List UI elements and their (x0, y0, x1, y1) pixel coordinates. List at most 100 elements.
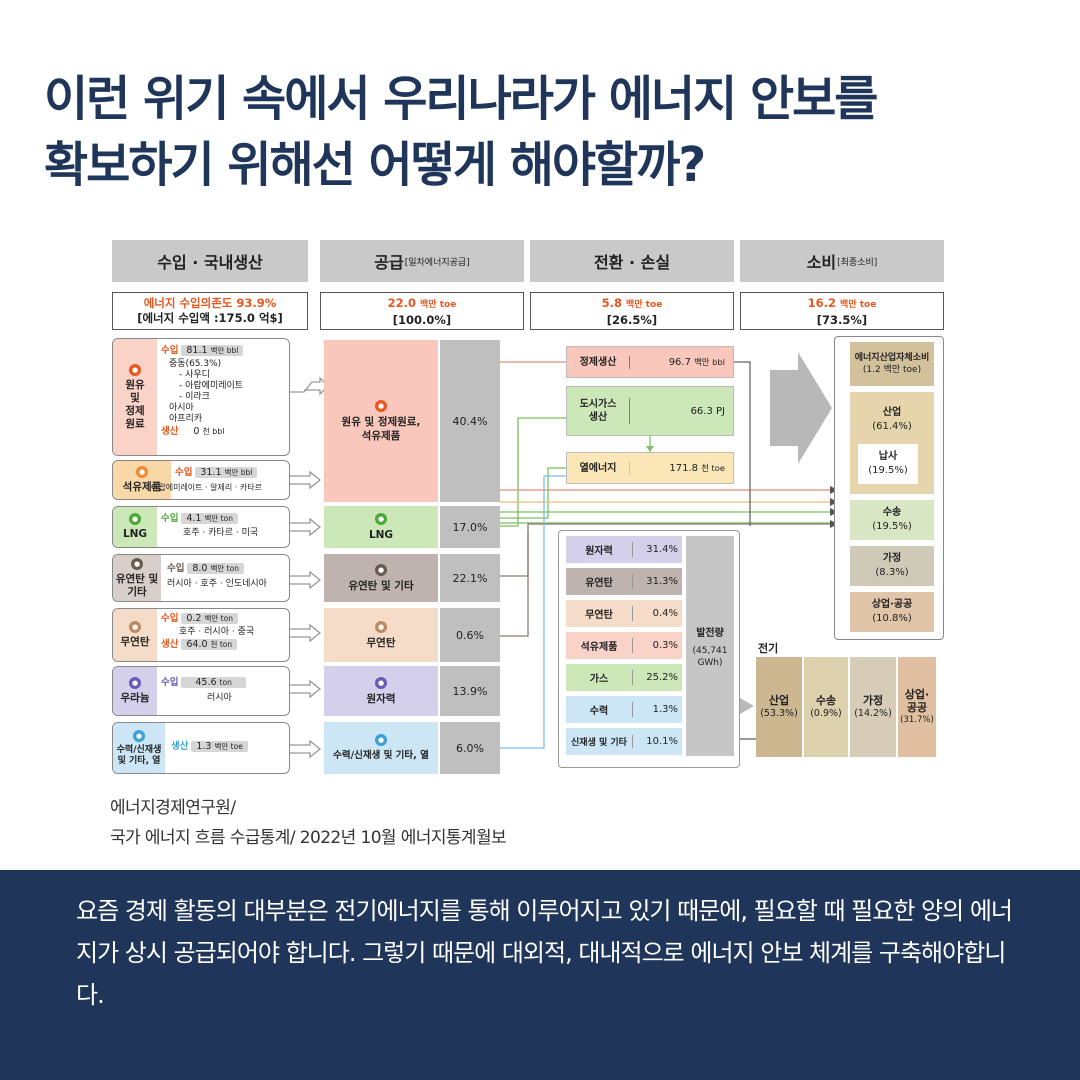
anthracite-icon: ● (129, 621, 141, 633)
supply-anthracite-icon: ● (375, 620, 387, 633)
supply-renewable-pct: 6.0% (440, 722, 500, 774)
conversion-refinery: 정제생산 96.7 백만 bbl (566, 346, 734, 378)
source-crude: ● 원유 및 정제 원료 수입 81.1 백만 bbl 중동(65.3%) - … (112, 338, 290, 456)
header-supply-sub: [일차에너지공급] (404, 257, 470, 268)
big-arrow (770, 352, 832, 464)
electricity-arrow (740, 698, 754, 714)
cons-household: 가정(8.3%) (850, 546, 934, 586)
source-renewable: ● 수력/신재생 및 기타, 열 생산 1.3 백만 toe (112, 722, 290, 774)
source-crude-body: 수입 81.1 백만 bbl 중동(65.3%) - 사우디 - 아랍에미레이트… (161, 339, 285, 455)
supply-total-pct: [100.0%] (392, 313, 452, 327)
cons-transport: 수송(19.5%) (850, 500, 934, 540)
source-uranium-name: ● 우라늄 (113, 667, 157, 715)
arrow-crude (290, 376, 329, 396)
supply-lng: ● LNG (324, 506, 438, 548)
header-conversion: 전환 · 손실 (530, 240, 734, 282)
header-supply-label: 공급 (374, 253, 404, 272)
cons-naphtha: 납사(19.5%) (858, 444, 918, 484)
crude-production-label: 생산 (161, 426, 179, 437)
conversion-total-unit: 백만 toe (626, 300, 663, 310)
supply-anthracite-pct: 0.6% (440, 608, 500, 662)
header-import-label: 수입 · 국내생산 (157, 253, 263, 272)
uranium-origins: 러시아 (207, 693, 232, 703)
conversion-total-pct: [26.5%] (606, 313, 658, 327)
crude-production-value: 0 천 bbl (193, 426, 225, 437)
supply-lng-pct: 17.0% (440, 506, 500, 548)
line-renewable-heat (500, 475, 566, 749)
supply-bituminous: ● 유연탄 및 기타 (324, 554, 438, 602)
electricity-label: 전기 (758, 642, 779, 655)
cons-energy-industry: 에너지산업자체소비(1.2 백만 toe) (850, 342, 934, 386)
source-bituminous: ● 유연탄 및 기타 수입 8.0 백만 ton 러시아 · 호주 · 인도네시… (112, 554, 290, 602)
source-anthracite-body: 수입 0.2 백만 ton 호주 · 러시아 · 중국 생산 64.0 천 to… (161, 609, 285, 661)
consumption-total-unit: 백만 toe (840, 300, 877, 310)
supply-crude-icon: ● (375, 399, 387, 412)
supply-bituminous-pct: 22.1% (440, 554, 500, 602)
arrow-bituminous (290, 570, 322, 590)
source-petroleum: ● 석유제품 수입 31.1 백만 bbl 아랍에미레이트 · 알제리 · 카타… (112, 460, 290, 500)
conversion-citygas: 도시가스 생산 66.3 PJ (566, 386, 734, 436)
supply-nuclear-pct: 13.9% (440, 666, 500, 716)
bituminous-icon: ● (131, 557, 143, 570)
title-line-2: 확보하기 위해선 어떻게 해야할까? (44, 137, 706, 193)
anthracite-production-value: 64.0 천 ton (181, 639, 238, 650)
consumption-total-value: 16.2 (807, 296, 837, 310)
import-amount: [에너지 수입액 :175.0 억$] (137, 311, 283, 325)
renewable-icon: ● (133, 729, 145, 742)
arrow-renewable (290, 739, 322, 759)
source-uranium: ● 우라늄 수입 45.6 ton 러시아 (112, 666, 290, 716)
conversion-heat: 열에너지 171.8 천 toe (566, 452, 734, 484)
anthracite-origins: 호주 · 러시아 · 중국 (179, 627, 255, 637)
supply-total-unit: 백만 toe (420, 300, 457, 310)
source-petroleum-body: 수입 31.1 백만 bbl 아랍에미레이트 · 알제리 · 카타르 (151, 461, 285, 499)
caption-line-1: 에너지경제연구원/ (110, 798, 236, 818)
source-lng: ● LNG 수입 4.1 백만 ton 호주 · 카타르 · 미국 (112, 506, 290, 548)
caption-line-2: 국가 에너지 흐름 수급통계/ 2022년 10월 에너지통계월보 (110, 828, 507, 848)
source-caption: 에너지경제연구원/ 국가 에너지 흐름 수급통계/ 2022년 10월 에너지통… (110, 793, 507, 853)
source-renewable-body: 생산 1.3 백만 toe (171, 723, 285, 773)
consumption-total-pct: [73.5%] (816, 313, 868, 327)
lng-import-value: 4.1 백만 ton (181, 513, 238, 524)
source-bituminous-name: ● 유연탄 및 기타 (113, 555, 161, 601)
supply-bituminous-icon: ● (375, 563, 387, 576)
crude-import-value: 81.1 백만 bbl (181, 345, 244, 356)
source-anthracite: ● 무연탄 수입 0.2 백만 ton 호주 · 러시아 · 중국 생산 64.… (112, 608, 290, 662)
elec-household: 가정(14.2%) (850, 657, 896, 757)
supply-nuclear-icon: ● (375, 676, 387, 689)
elec-transport: 수송(0.9%) (804, 657, 848, 757)
uranium-import-value: 45.6 ton (181, 677, 246, 688)
crude-icon: ● (129, 363, 141, 376)
source-anthracite-name: ● 무연탄 (113, 609, 157, 661)
petroleum-origins: 아랍에미레이트 · 알제리 · 카타르 (151, 483, 262, 492)
source-lng-body: 수입 4.1 백만 ton 호주 · 카타르 · 미국 (161, 507, 285, 547)
crude-import-label: 수입 (161, 345, 179, 356)
cons-commercial: 상업·공공(10.8%) (850, 592, 934, 632)
lng-origins: 호주 · 카타르 · 미국 (183, 528, 259, 538)
bituminous-import-value: 8.0 백만 ton (187, 563, 244, 574)
footer-text: 요즘 경제 활동의 대부분은 전기에너지를 통해 이루어지고 있기 때문에, 필… (76, 897, 1013, 1009)
elec-commercial: 상업· 공공(31.7%) (898, 657, 936, 757)
arrow-uranium (290, 679, 322, 699)
header-consumption-label: 소비 (806, 253, 837, 272)
bituminous-origins: 러시아 · 호주 · 인도네시아 (167, 579, 267, 589)
petroleum-icon: ● (136, 466, 148, 478)
supply-anthracite: ● 무연탄 (324, 608, 438, 662)
header-conversion-label: 전환 · 손실 (593, 253, 671, 272)
summary-consumption: 16.2 백만 toe [73.5%] (740, 292, 944, 330)
supply-lng-icon: ● (375, 512, 387, 525)
supply-nuclear: ● 원자력 (324, 666, 438, 716)
anthracite-import-value: 0.2 백만 ton (181, 613, 238, 624)
supply-crude-pct: 40.4% (440, 340, 500, 502)
page-title: 이런 위기 속에서 우리나라가 에너지 안보를 확보하기 위해선 어떻게 해야할… (44, 66, 1044, 198)
supply-renewable-icon: ● (375, 733, 387, 746)
elec-industry: 산업(53.3%) (756, 657, 802, 757)
header-consumption-sub: [최종소비] (837, 257, 878, 268)
supply-crude: ● 원유 및 정제원료, 석유제품 (324, 340, 438, 502)
arrow-petroleum (290, 470, 322, 490)
footer-banner: 요즘 경제 활동의 대부분은 전기에너지를 통해 이루어지고 있기 때문에, 필… (0, 870, 1080, 1080)
